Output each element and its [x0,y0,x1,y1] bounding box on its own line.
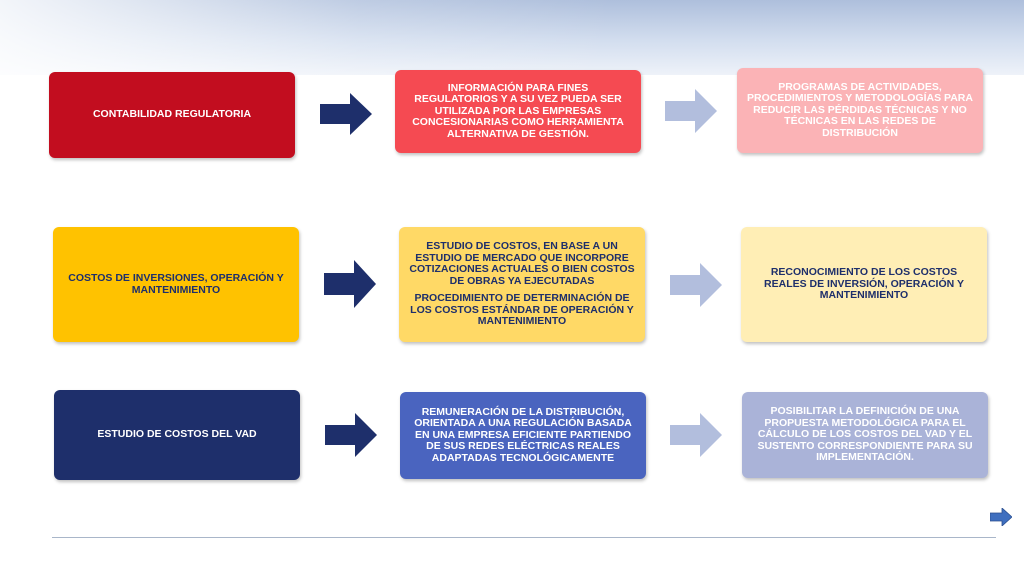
arrow-right-icon [670,413,722,457]
row2-middle-text-1: ESTUDIO DE COSTOS, EN BASE A UN ESTUDIO … [409,240,635,287]
row3-middle-text: REMUNERACIÓN DE LA DISTRIBUCIÓN, ORIENTA… [414,405,632,464]
row1-middle-text: INFORMACIÓN PARA FINES REGULATORIOS Y A … [412,81,624,140]
row1-middle-box: INFORMACIÓN PARA FINES REGULATORIOS Y A … [395,70,641,153]
row1-right-text: PROGRAMAS DE ACTIVIDADES, PROCEDIMIENTOS… [747,80,973,139]
row2-left-box: COSTOS DE INVERSIONES, OPERACIÓN Y MANTE… [53,227,299,342]
row2-right-box: RECONOCIMIENTO DE LOS COSTOS REALES DE I… [741,227,987,342]
row3-left-text: ESTUDIO DE COSTOS DEL VAD [97,428,257,441]
row2-middle-box: ESTUDIO DE COSTOS, EN BASE A UN ESTUDIO … [399,227,645,342]
row3-right-text: POSIBILITAR LA DEFINICIÓN DE UNA PROPUES… [757,405,973,464]
row3-left-box: ESTUDIO DE COSTOS DEL VAD [54,390,300,480]
arrow-right-icon [320,93,372,135]
row3-right-box: POSIBILITAR LA DEFINICIÓN DE UNA PROPUES… [742,392,988,478]
row1-left-box: CONTABILIDAD REGULATORIA [49,72,295,158]
row2-right-text: RECONOCIMIENTO DE LOS COSTOS REALES DE I… [764,266,964,302]
header-gradient-band [0,0,1024,75]
arrow-right-icon [670,263,722,307]
arrow-right-icon [665,89,717,133]
row2-middle-text-2: PROCEDIMIENTO DE DETERMINACIÓN DE LOS CO… [410,292,634,328]
arrow-right-icon [324,260,376,308]
row3-middle-box: REMUNERACIÓN DE LA DISTRIBUCIÓN, ORIENTA… [400,392,646,479]
row1-right-box: PROGRAMAS DE ACTIVIDADES, PROCEDIMIENTOS… [737,68,983,153]
arrow-right-icon [325,413,377,457]
footer-divider [52,537,996,538]
row1-left-text: CONTABILIDAD REGULATORIA [92,108,252,121]
row2-left-text: COSTOS DE INVERSIONES, OPERACIÓN Y MANTE… [68,272,284,296]
next-slide-icon[interactable] [990,508,1012,526]
